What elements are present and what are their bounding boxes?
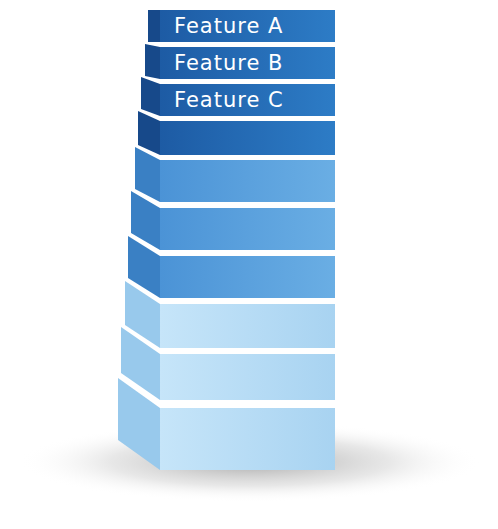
slab-side: [148, 10, 160, 42]
feature-label: Feature B: [174, 51, 283, 75]
slab-front: [160, 256, 335, 298]
slab-front: [160, 304, 335, 348]
feature-slab: Feature C: [160, 84, 335, 116]
slab-front: [160, 160, 335, 202]
slab-side: [138, 111, 160, 155]
slab-front: [160, 121, 335, 155]
feature-slab: Feature A: [160, 10, 335, 42]
feature-slab: Feature B: [160, 47, 335, 79]
slab-side: [145, 44, 160, 79]
slab-side: [141, 77, 160, 116]
feature-label: Feature A: [174, 14, 283, 38]
slab-front: [160, 354, 335, 400]
slab-side: [131, 191, 160, 250]
slab-front: [160, 208, 335, 250]
slab-front: [160, 408, 335, 470]
slab-side: [135, 147, 160, 202]
feature-label: Feature C: [174, 88, 284, 112]
